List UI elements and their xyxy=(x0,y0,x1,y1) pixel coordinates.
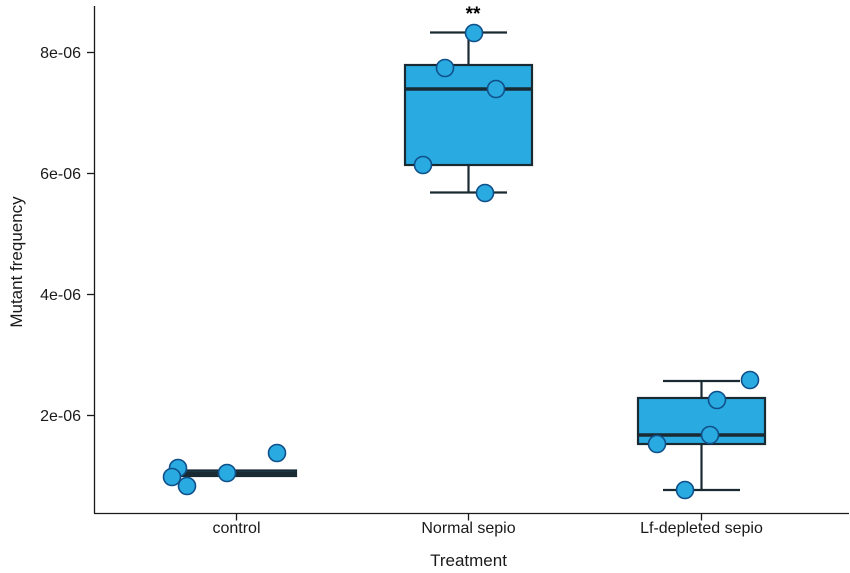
data-point xyxy=(675,480,695,500)
data-point xyxy=(217,463,237,483)
x-axis-ticks: control Normal sepio Lf-depleted sepio xyxy=(212,513,763,537)
y-tick-label-6e-06: 6e-06 xyxy=(40,166,81,183)
data-point xyxy=(475,183,495,203)
data-point xyxy=(413,155,433,175)
data-point xyxy=(267,443,287,463)
y-axis-title: Mutant frequency xyxy=(7,196,26,328)
box-group-lf-depleted-sepio xyxy=(636,370,767,500)
y-axis-ticks: 8e-06 6e-06 4e-06 2e-06 xyxy=(40,45,94,425)
data-points-normal-sepio xyxy=(413,23,506,203)
box-normal-sepio xyxy=(403,63,534,167)
data-point xyxy=(177,476,197,496)
data-point xyxy=(740,370,760,390)
data-point xyxy=(700,425,720,445)
data-point xyxy=(162,467,182,487)
box-group-normal-sepio: ** xyxy=(403,4,534,203)
box-group-control xyxy=(162,443,298,496)
data-point xyxy=(707,390,727,410)
significance-annotation: ** xyxy=(466,4,481,25)
y-tick-label-4e-06: 4e-06 xyxy=(40,287,81,304)
data-point xyxy=(486,79,506,99)
data-point xyxy=(647,434,667,454)
x-tick-label-control: control xyxy=(212,520,260,537)
x-axis-title: Treatment xyxy=(430,551,507,570)
y-tick-label-2e-06: 2e-06 xyxy=(40,408,81,425)
data-points-lf-depleted-sepio xyxy=(647,370,760,500)
x-tick-label-normal-sepio: Normal sepio xyxy=(421,520,515,537)
data-point xyxy=(464,23,484,43)
data-point xyxy=(435,58,455,78)
x-tick-label-lf-depleted-sepio: Lf-depleted sepio xyxy=(640,520,763,537)
data-points-control xyxy=(162,443,287,496)
y-tick-label-8e-06: 8e-06 xyxy=(40,45,81,62)
